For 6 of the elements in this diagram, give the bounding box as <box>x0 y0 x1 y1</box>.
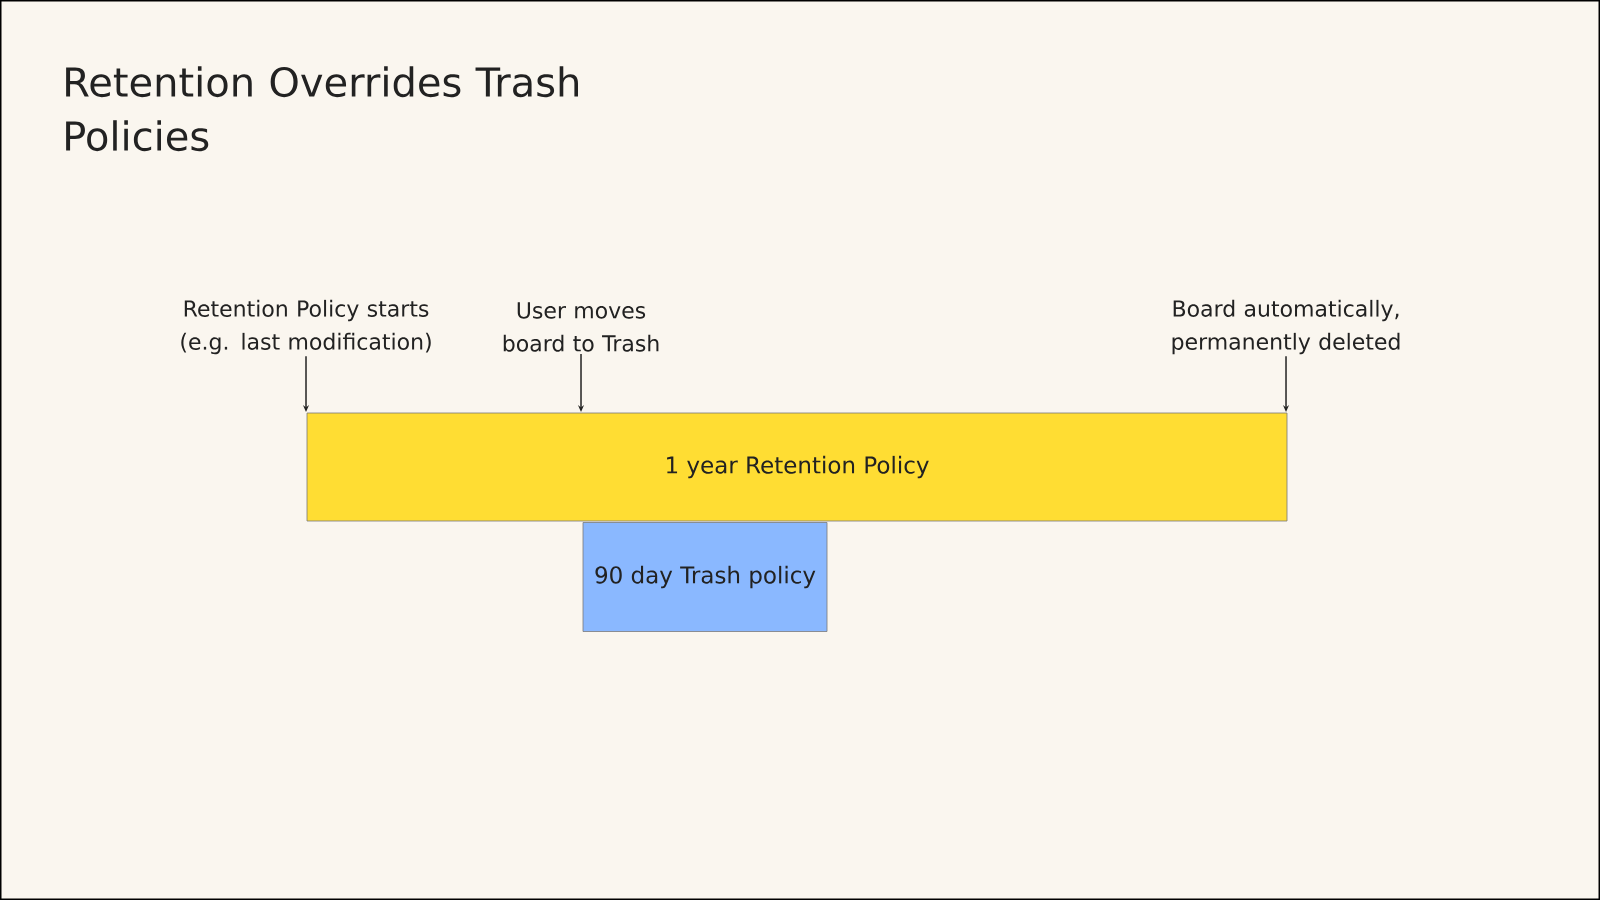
policy-bar: 1 year Retention Policy <box>306 412 1288 522</box>
annotation-text: Board automatically, permanently deleted <box>1172 299 1400 355</box>
annotation-text: User moves board to Trash <box>503 302 659 352</box>
policy-box: 90 day Trash policy <box>582 522 828 632</box>
annotation-text: Retention Policy starts (e.g. last modification) <box>181 299 431 355</box>
title: Retention Overrides Trash Policies <box>66 66 578 152</box>
